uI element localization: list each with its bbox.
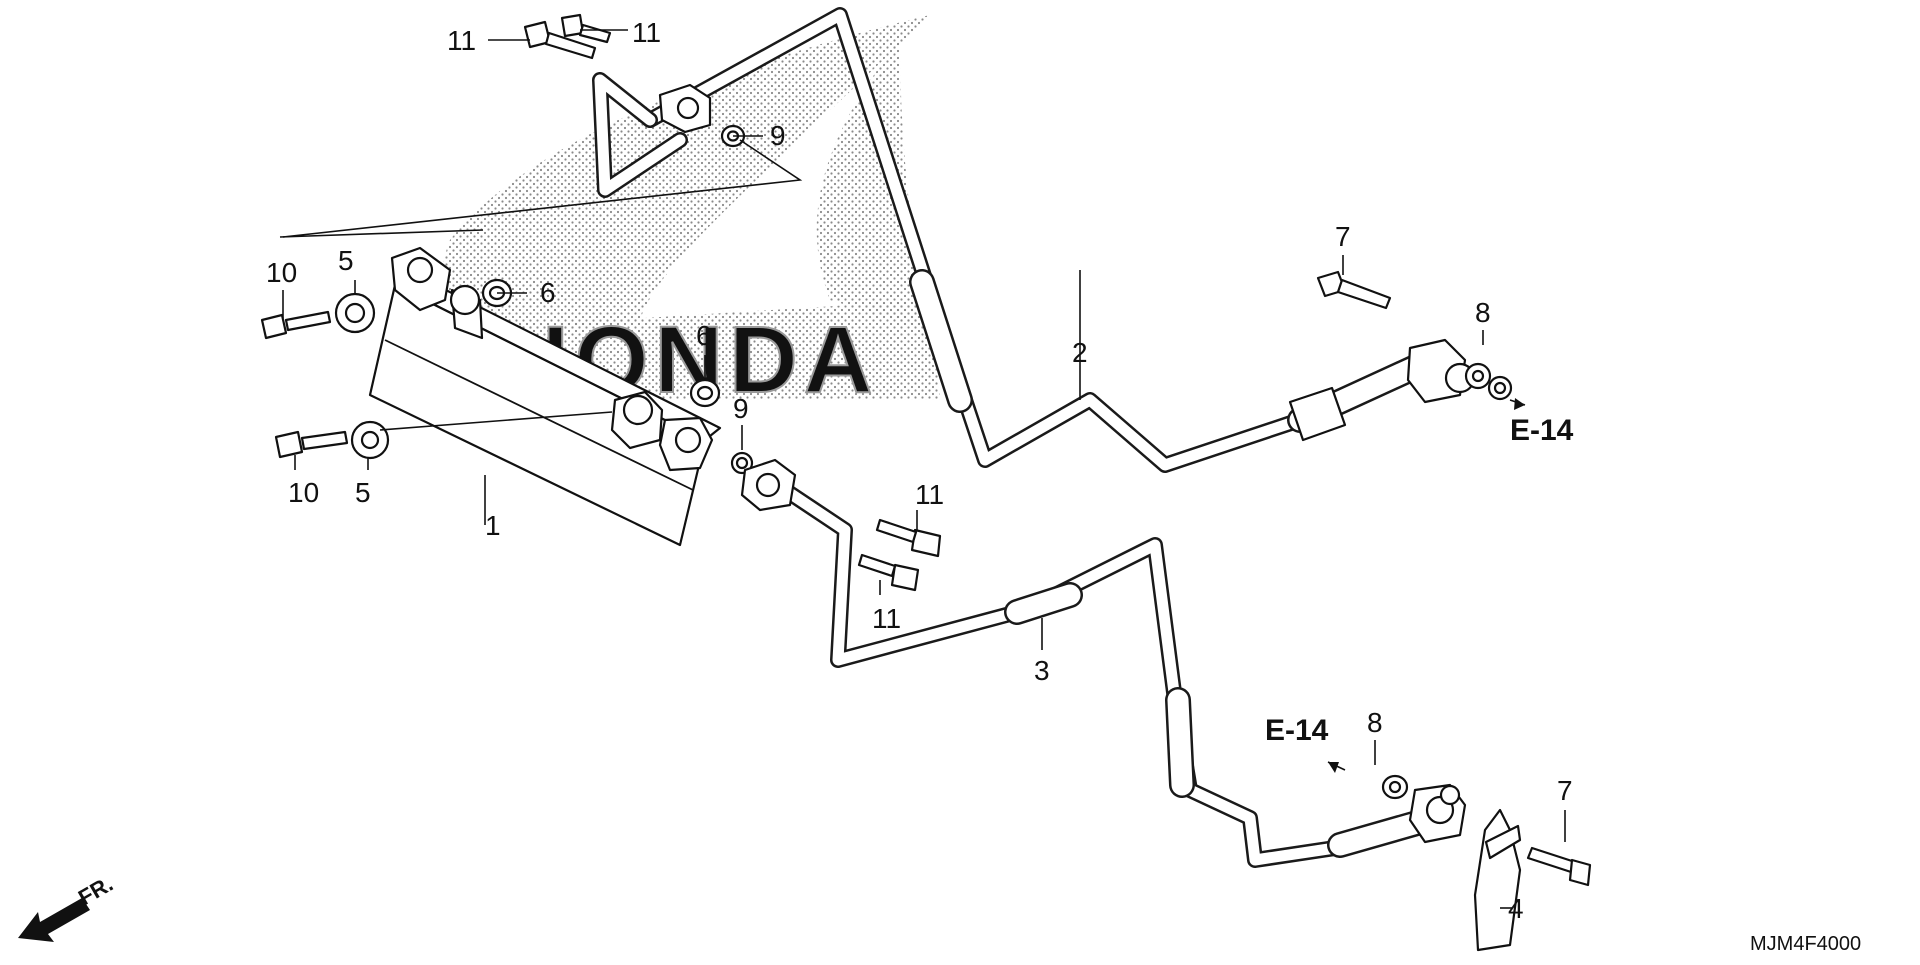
o-ring-6-lower (689, 378, 721, 408)
pipe-3-end-fitting (1408, 783, 1467, 844)
callout-11-mid-upper: 11 (915, 479, 944, 510)
grommet-5-lower (350, 420, 390, 460)
callout-9-lower: 9 (733, 393, 749, 424)
callout-3: 3 (1034, 655, 1050, 686)
diagram-code: MJM4F4000 (1750, 933, 1861, 955)
oil-pipe-2 (592, 7, 1433, 473)
callout-9-upper: 9 (770, 120, 786, 151)
pipe-3-start-fitting (740, 458, 797, 512)
callout-10-lower: 10 (288, 477, 319, 508)
callout-5-lower: 5 (355, 477, 371, 508)
pipe-flange-upper (658, 83, 712, 134)
flange-bolt-7-upper (1316, 270, 1392, 310)
callout-11-mid-lower: 11 (872, 603, 901, 634)
reference-e14-lower: E-14 (1265, 714, 1329, 747)
o-ring-9-lower (730, 451, 754, 475)
cooler-fitting-upper (390, 246, 484, 340)
pipe-bracket (1473, 808, 1522, 952)
sealing-washer-8-upper (1487, 375, 1513, 401)
sealing-washer-8-lower (1381, 774, 1409, 800)
flange-bolt-7-lower (1526, 846, 1592, 887)
callout-1: 1 (485, 510, 501, 541)
front-arrow-icon (18, 898, 90, 942)
grommet-5-upper (334, 292, 376, 334)
flange-bolt-11-top-b (560, 13, 612, 44)
callout-11-top-left: 11 (447, 25, 476, 56)
callout-11-top-right: 11 (632, 17, 661, 48)
oil-pipe-3 (762, 472, 1458, 868)
callout-2: 2 (1072, 337, 1088, 368)
bolt-10-lower (274, 430, 349, 459)
callout-10-upper: 10 (266, 257, 297, 288)
callout-4: 4 (1508, 893, 1524, 924)
flange-bolt-11-mid-a (875, 518, 942, 558)
leader-lines (279, 29, 1566, 909)
cooler-fitting-lower (610, 390, 714, 472)
front-direction-marker: FR. (18, 871, 117, 942)
callout-6-lower: 6 (696, 320, 712, 351)
callout-5-upper: 5 (338, 245, 354, 276)
callout-6-upper: 6 (540, 277, 556, 308)
flange-bolt-11-top-a (523, 20, 597, 60)
reference-arrows (1328, 398, 1525, 773)
pipe-2-end-fitting (1406, 338, 1492, 404)
reference-e14-upper: E-14 (1510, 414, 1574, 447)
bolt-10-upper (260, 310, 332, 340)
callout-7-upper: 7 (1335, 221, 1351, 252)
flange-bolt-11-mid-b (857, 553, 920, 592)
callout-8-lower: 8 (1367, 707, 1383, 738)
callout-8-upper: 8 (1475, 297, 1491, 328)
callout-7-lower: 7 (1557, 775, 1573, 806)
